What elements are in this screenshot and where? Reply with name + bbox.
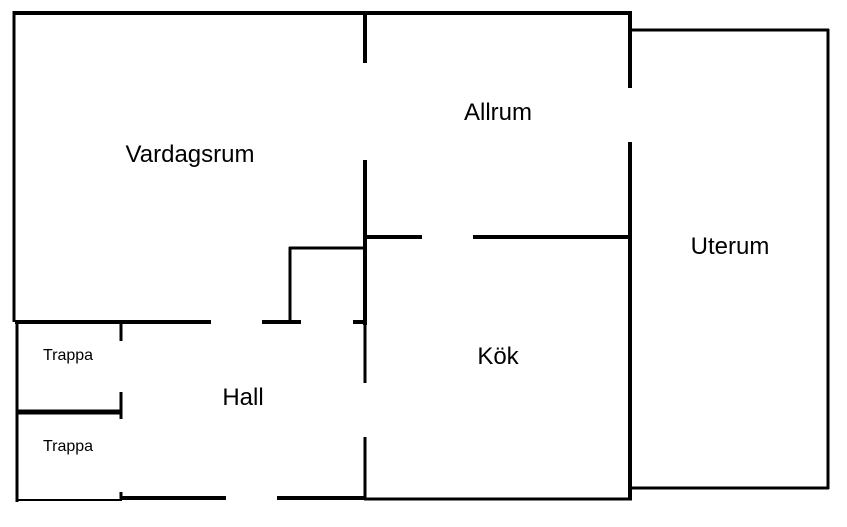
stairs-walls — [16, 321, 123, 500]
room-label-uterum: Uterum — [690, 233, 770, 260]
room-label-trappa-lower: Trappa — [42, 438, 94, 455]
room-label-trappa-upper: Trappa — [42, 347, 94, 364]
closet-walls — [288, 246, 366, 323]
room-label-vardagsrum: Vardagsrum — [125, 141, 255, 168]
room-label-hall: Hall — [222, 384, 264, 411]
outer-walls — [12, 11, 632, 502]
sunroom-walls — [630, 28, 830, 490]
room-label-allrum: Allrum — [463, 99, 533, 126]
room-label-kok: Kök — [477, 343, 519, 370]
